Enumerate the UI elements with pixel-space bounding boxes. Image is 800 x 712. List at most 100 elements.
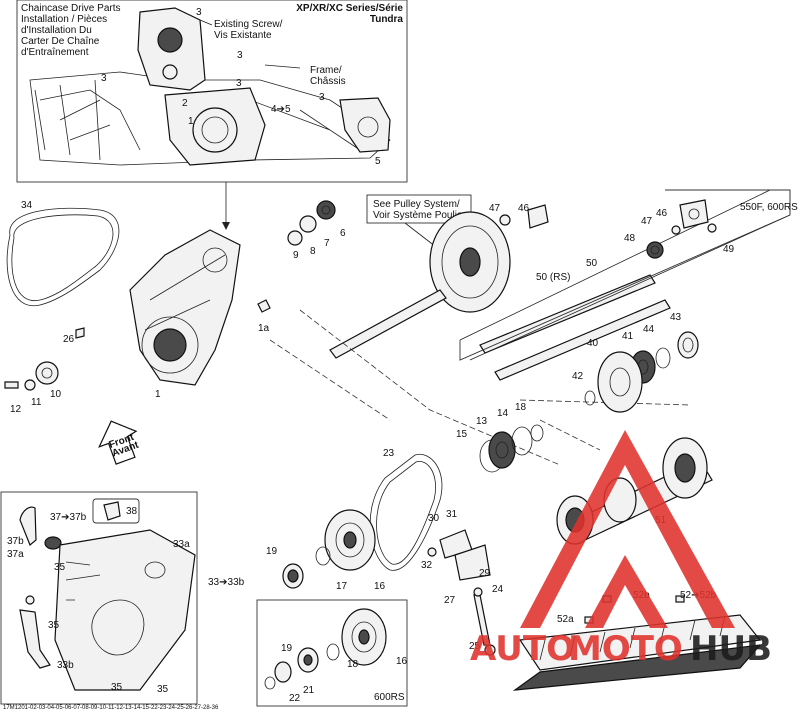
svg-text:52a: 52a xyxy=(557,614,574,625)
callout: 35 xyxy=(111,682,123,693)
svg-text:Vis Existante: Vis Existante xyxy=(214,30,272,41)
svg-text:47: 47 xyxy=(489,203,501,214)
svg-text:38: 38 xyxy=(126,506,138,517)
callout: 1a xyxy=(258,323,270,334)
inset-title-line: Chaincase Drive Parts xyxy=(21,3,120,14)
inset-title-line: d'Installation Du xyxy=(21,25,92,36)
callout: 44 xyxy=(643,324,655,335)
chain-group xyxy=(282,424,544,656)
callout: 14 xyxy=(497,408,509,419)
svg-text:Voir Système Poulie: Voir Système Poulie xyxy=(373,210,463,221)
inset-550-label: 550F, 600RS xyxy=(740,202,798,213)
svg-text:47: 47 xyxy=(641,216,653,227)
callout: 33a xyxy=(173,539,190,550)
callout: 16 xyxy=(374,581,386,592)
svg-text:35: 35 xyxy=(48,620,60,631)
svg-text:Existing Screw/: Existing Screw/ xyxy=(214,19,283,30)
svg-text:49: 49 xyxy=(723,244,735,255)
svg-text:HUB: HUB xyxy=(690,629,772,669)
svg-text:3: 3 xyxy=(236,78,242,89)
svg-text:3: 3 xyxy=(101,73,107,84)
callout: 30 xyxy=(428,513,440,524)
track-cleats xyxy=(518,614,762,671)
svg-text:13: 13 xyxy=(476,416,488,427)
svg-text:550F, 600RS: 550F, 600RS xyxy=(740,202,798,213)
callout: 1 xyxy=(188,116,194,127)
callout: 49 xyxy=(723,244,735,255)
callout: 37➔37b xyxy=(50,512,87,523)
svg-text:33a: 33a xyxy=(173,539,190,550)
svg-text:19: 19 xyxy=(281,643,293,654)
svg-text:XP/XR/XC Series/Série: XP/XR/XC Series/Série xyxy=(296,3,403,14)
callout: 17 xyxy=(336,581,348,592)
svg-text:600RS: 600RS xyxy=(374,692,405,703)
shaft-50 xyxy=(479,274,656,354)
svg-text:44: 44 xyxy=(643,324,655,335)
svg-text:12: 12 xyxy=(10,404,22,415)
top-inset: Chaincase Drive Parts Installation / Piè… xyxy=(16,0,408,183)
series-line: XP/XR/XC Series/Série xyxy=(296,3,403,14)
svg-text:16: 16 xyxy=(396,656,408,667)
callout: 35 xyxy=(54,562,66,573)
watermark-hub: HUB xyxy=(690,629,772,669)
svg-text:22: 22 xyxy=(289,693,301,704)
svg-text:3: 3 xyxy=(237,50,243,61)
svg-text:18: 18 xyxy=(515,402,527,413)
callout: 3 xyxy=(237,50,243,61)
callout: 42 xyxy=(572,371,584,382)
inset-600rs-label: 600RS xyxy=(374,692,405,703)
callout: 47 xyxy=(489,203,501,214)
callout: 35 xyxy=(48,620,60,631)
callout: 10 xyxy=(50,389,62,400)
callout: 4➔5 xyxy=(271,104,291,115)
callout: 19 xyxy=(266,546,278,557)
top-inset-border xyxy=(16,0,408,183)
svg-text:48: 48 xyxy=(624,233,636,244)
frame-label: Châssis xyxy=(310,76,346,87)
callout: 5 xyxy=(375,156,381,167)
svg-text:42: 42 xyxy=(572,371,584,382)
svg-text:10: 10 xyxy=(50,389,62,400)
svg-text:35: 35 xyxy=(54,562,66,573)
svg-text:4➔5: 4➔5 xyxy=(271,104,291,115)
svg-text:33b: 33b xyxy=(57,660,74,671)
sprocket-40 xyxy=(597,351,643,413)
watermark: AUTO MOTO HUB xyxy=(470,430,772,669)
svg-text:1a: 1a xyxy=(258,323,270,334)
callout: 23 xyxy=(383,448,395,459)
callout: 1 xyxy=(155,389,161,400)
inset-550: 550F, 600RS xyxy=(459,189,798,361)
pulley-note-line: Voir Système Poulie xyxy=(373,210,463,221)
svg-text:9: 9 xyxy=(293,250,299,261)
svg-text:40: 40 xyxy=(587,338,599,349)
callout: 52a xyxy=(557,614,574,625)
svg-text:46: 46 xyxy=(656,208,668,219)
shaft-callouts: 47 46 46 47 49 48 50 50 (RS) 43 44 41 40… xyxy=(489,203,735,382)
frame-label: Frame/ xyxy=(310,65,342,76)
callout: 50 xyxy=(586,258,598,269)
svg-text:6: 6 xyxy=(340,228,346,239)
svg-text:27: 27 xyxy=(444,595,456,606)
sprocket-10 xyxy=(35,361,59,385)
callout: 3 xyxy=(196,7,202,18)
callout: 7 xyxy=(324,238,330,249)
callout: 18 xyxy=(515,402,527,413)
callout: 24 xyxy=(492,584,504,595)
callout: 26 xyxy=(63,334,75,345)
bottom-left-inset xyxy=(0,491,198,705)
inset-600rs: 600RS 19 18 16 21 22 xyxy=(256,599,408,707)
svg-text:46: 46 xyxy=(518,203,530,214)
svg-text:Chaincase Drive Parts: Chaincase Drive Parts xyxy=(21,3,120,14)
front-arrow-icon xyxy=(98,420,138,465)
callout: 40 xyxy=(587,338,599,349)
svg-text:37a: 37a xyxy=(7,549,24,560)
svg-text:1: 1 xyxy=(155,389,161,400)
svg-text:d'Installation Du: d'Installation Du xyxy=(21,25,92,36)
callout: 32 xyxy=(421,560,433,571)
svg-text:8: 8 xyxy=(310,246,316,257)
svg-text:41: 41 xyxy=(622,331,634,342)
series-line: Tundra xyxy=(370,14,404,25)
callout: 38 xyxy=(126,506,138,517)
top-inset-callouts: 3 3 3 3 3 2 1 4➔5 5 xyxy=(101,7,381,167)
callout: 47 xyxy=(641,216,653,227)
